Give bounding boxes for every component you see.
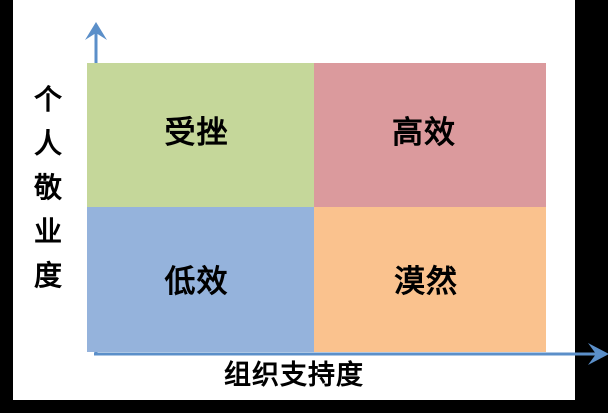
y-axis-title: 个 人 敬 业 度 — [25, 86, 71, 290]
y-axis-title-char: 度 — [33, 259, 62, 292]
quadrant-label-bottom-right: 漠然 — [394, 264, 458, 300]
quadrant-label-top-left: 受挫 — [164, 114, 229, 151]
y-axis-title-char: 敬 — [33, 171, 62, 204]
quadrant-matrix: 受挫 高效 低效 漠然 — [87, 63, 546, 352]
quadrant-label-top-right: 高效 — [392, 114, 456, 151]
y-axis-title-char: 业 — [33, 215, 62, 248]
quadrant-label-bottom-left: 低效 — [164, 264, 229, 300]
x-axis-title: 组织支持度 — [224, 360, 364, 391]
quadrant-bottom-left[interactable]: 低效 — [87, 207, 314, 352]
y-axis-title-char: 个 — [33, 83, 62, 116]
arrow-right-icon — [94, 343, 608, 365]
quadrant-top-right[interactable]: 高效 — [314, 63, 546, 207]
diagram-canvas: 受挫 高效 低效 漠然 个 人 敬 业 度 组织支持度 — [13, 0, 608, 400]
quadrant-bottom-right[interactable]: 漠然 — [314, 207, 546, 352]
quadrant-top-left[interactable]: 受挫 — [87, 63, 314, 207]
x-axis — [75, 336, 608, 372]
y-axis-title-char: 人 — [33, 127, 62, 160]
